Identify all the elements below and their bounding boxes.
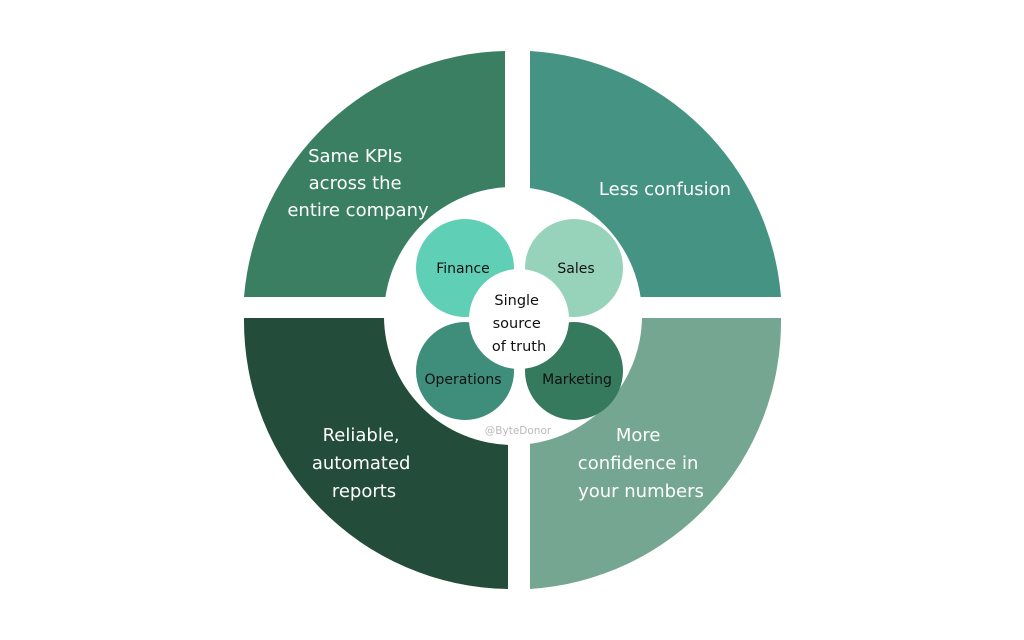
credit-text: @ByteDonor bbox=[485, 425, 552, 437]
center-text-line: Single bbox=[494, 293, 539, 309]
quadrant-top-left-line: entire company bbox=[287, 200, 429, 221]
center-text: Single source of truth bbox=[492, 293, 546, 355]
quadrant-top-right-text: Less confusion bbox=[599, 179, 731, 200]
petal-operations-label: Operations bbox=[425, 372, 502, 388]
quadrant-bottom-left-text: Reliable, automated reports bbox=[312, 425, 416, 502]
center-text-line: source bbox=[493, 316, 541, 332]
petal-marketing-label: Marketing bbox=[542, 372, 612, 388]
quadrant-bottom-right-line: More bbox=[616, 425, 661, 446]
quadrant-top-left-line: across the bbox=[309, 173, 402, 194]
quadrant-bottom-left-line: automated bbox=[312, 453, 411, 474]
center-text-line: of truth bbox=[492, 339, 546, 355]
quadrant-bottom-right-line: your numbers bbox=[578, 481, 704, 502]
quadrant-bottom-right-text: More confidence in your numbers bbox=[578, 425, 704, 502]
quadrant-top-left-text: Same KPIs across the entire company bbox=[287, 146, 429, 221]
petal-sales-label: Sales bbox=[557, 261, 594, 277]
petal-finance-label: Finance bbox=[436, 261, 490, 277]
quadrant-bottom-right-line: confidence in bbox=[578, 453, 699, 474]
quadrant-bottom-left-line: reports bbox=[332, 481, 396, 502]
quadrant-top-left-line: Same KPIs bbox=[308, 146, 402, 167]
center-circle bbox=[469, 269, 569, 369]
quadrant-bottom-left-line: Reliable, bbox=[323, 425, 400, 446]
